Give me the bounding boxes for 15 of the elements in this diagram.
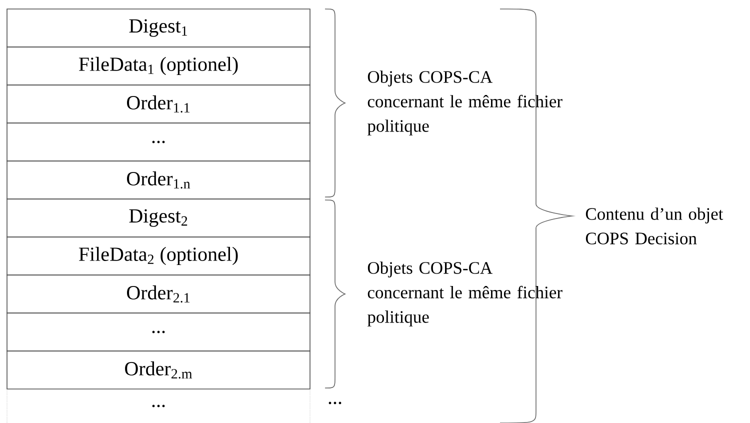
- brace-label: Contenu d’un objet COPS Decision: [586, 208, 724, 244]
- table-row: Order$_{2.1}$: [6, 274, 310, 314]
- brace-label: Objets COPS-CA concernant le même fichier politique: [367, 262, 562, 326]
- table-row: Digest$_{1}$: [6, 8, 310, 48]
- table-row: Order$_{2.m}$: [6, 350, 310, 390]
- table-row: FileData$_{1}$ (optionel): [6, 46, 310, 86]
- table-row: Digest$_{2}$: [6, 198, 310, 238]
- table-row: Order$_{1.1}$: [6, 84, 310, 124]
- ellipsis: ...: [328, 402, 342, 404]
- table-row: Order$_{1.n}$: [6, 160, 310, 200]
- table-row: ...: [6, 122, 310, 162]
- table-row: ...: [6, 312, 310, 352]
- table-row: ...: [6, 388, 310, 423]
- table-row: FileData$_{2}$ (optionel): [6, 236, 310, 276]
- brace-label: Objets COPS-CA concernant le même fichier politique: [367, 70, 562, 136]
